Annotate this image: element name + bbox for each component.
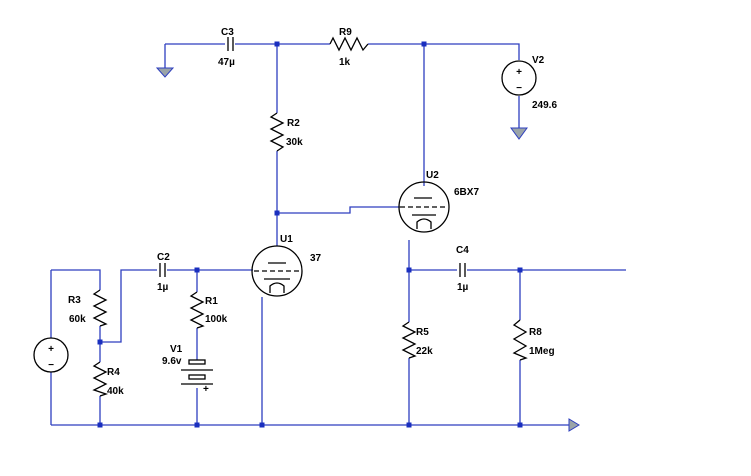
triode-u2	[398, 181, 450, 233]
r1-value-label: 100k	[205, 314, 228, 325]
resistor-r8	[512, 319, 528, 361]
c4-value-label: 1µ	[457, 282, 469, 293]
resistor-r4	[92, 361, 109, 397]
ground-icon	[155, 67, 175, 78]
u1-ref-label: U1	[280, 234, 293, 245]
voltage-source-v3: + −	[33, 337, 69, 373]
c2-value-label: 1µ	[157, 282, 169, 293]
r4-value-label: 40k	[107, 386, 124, 397]
r9-value-label: 1k	[339, 57, 351, 68]
r3-ref-label: R3	[68, 295, 81, 306]
r5-ref-label: R5	[416, 327, 429, 338]
c3-value-label: 47µ	[218, 57, 235, 68]
voltage-source-v2: + −	[501, 60, 537, 96]
wires	[50, 43, 626, 426]
r5-value-label: 22k	[416, 346, 433, 357]
r8-ref-label: R8	[529, 327, 542, 338]
r8-value-label: 1Meg	[529, 346, 555, 357]
battery-v1: +	[181, 359, 213, 395]
v2-plus-sign: +	[516, 67, 522, 78]
capacitor-c3	[227, 37, 234, 51]
v2-ref-label: V2	[532, 55, 545, 66]
ground-icon	[510, 127, 528, 140]
capacitor-c4	[459, 263, 466, 277]
capacitor-c2	[159, 263, 166, 277]
r1-ref-label: R1	[205, 296, 218, 307]
v2-minus-sign: −	[516, 83, 522, 94]
ground-icon	[568, 418, 580, 432]
c4-ref-label: C4	[456, 245, 469, 256]
r9-ref-label: R9	[339, 27, 352, 38]
component-labels: C3 47µ R9 1k V2 249.6 R2 30k U2 6BX7 U1 …	[68, 27, 557, 397]
resistor-r3	[92, 289, 108, 327]
v3-plus-sign: +	[48, 344, 54, 355]
resistor-r2	[269, 112, 285, 152]
v1-ref-label: V1	[170, 344, 183, 355]
v3-minus-sign: −	[48, 360, 54, 371]
v2-value-label: 249.6	[532, 100, 557, 111]
r2-ref-label: R2	[287, 118, 300, 129]
r3-value-label: 60k	[69, 314, 86, 325]
triode-u1	[251, 245, 303, 297]
r2-value-label: 30k	[286, 137, 303, 148]
r4-ref-label: R4	[107, 367, 120, 378]
u1-value-label: 37	[310, 253, 322, 264]
c2-ref-label: C2	[157, 252, 170, 263]
c3-ref-label: C3	[221, 27, 234, 38]
u2-value-label: 6BX7	[454, 187, 479, 198]
resistor-r1	[189, 291, 205, 329]
resistor-r9	[329, 36, 369, 52]
u2-ref-label: U2	[426, 170, 439, 181]
resistor-r5	[401, 321, 417, 359]
battery-plus-sign: +	[203, 384, 209, 395]
junctions	[97, 41, 523, 428]
v1-value-label: 9.6v	[162, 356, 182, 367]
